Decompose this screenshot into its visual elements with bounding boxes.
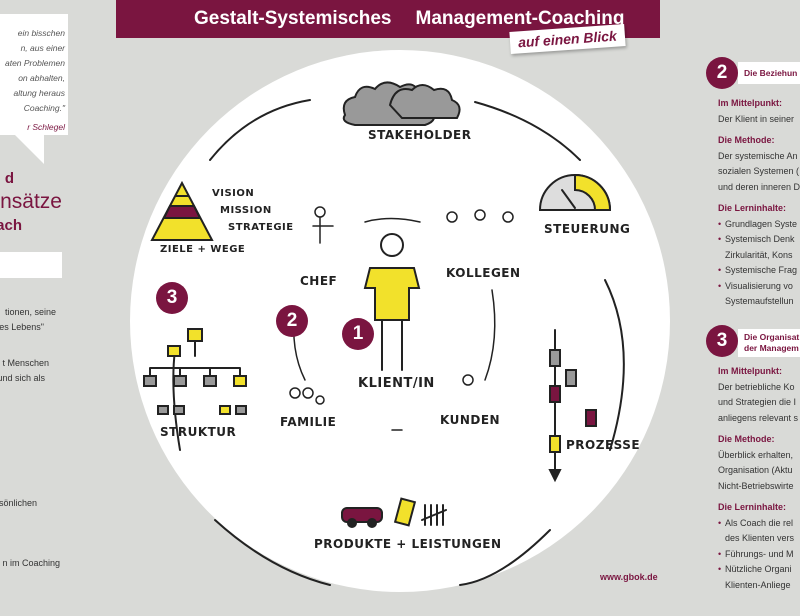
heading: Die Lerninhalte: bbox=[718, 203, 787, 213]
left-text: sönlichen bbox=[0, 498, 37, 508]
list-item: Nützliche Organi bbox=[718, 562, 800, 578]
org-chart-icon bbox=[143, 328, 247, 415]
list-item-cont: Zirkularität, Kons bbox=[725, 249, 793, 260]
text: Überblick erhalten, bbox=[718, 449, 794, 460]
heading: Die Methode: bbox=[718, 135, 775, 145]
label-strategie: STRATEGIE bbox=[228, 222, 294, 233]
label-kollegen: KOLLEGEN bbox=[446, 266, 521, 280]
list-item: Grundlagen Syste bbox=[718, 217, 800, 233]
marker-1: 1 bbox=[342, 318, 374, 350]
title-left: Gestalt-Systemisches bbox=[194, 8, 392, 29]
label-ziele: ZIELE + WEGE bbox=[160, 244, 246, 255]
diagram-drawings bbox=[143, 81, 625, 586]
label-chef: CHEF bbox=[300, 274, 338, 288]
heading: Die Methode: bbox=[718, 434, 775, 444]
process-icon bbox=[548, 329, 597, 483]
left-white-box bbox=[0, 252, 62, 278]
outer-arcs-icon bbox=[172, 99, 625, 586]
title-banner: Gestalt-Systemisches Management-Coaching bbox=[116, 0, 660, 38]
heading: Im Mittelpunkt: bbox=[718, 98, 782, 108]
left-text: n im Coaching bbox=[2, 558, 60, 568]
list-item: Visualisierung vo bbox=[718, 279, 800, 295]
left-heading-3: ach bbox=[0, 217, 22, 234]
label-stakeholder: STAKEHOLDER bbox=[368, 128, 472, 142]
section-2-number: 2 bbox=[706, 57, 738, 89]
label-steuerung: STEUERUNG bbox=[544, 222, 631, 236]
person-client-icon bbox=[363, 233, 421, 371]
left-text: und sich als bbox=[0, 373, 45, 383]
quote-author: r Schlegel bbox=[27, 122, 65, 132]
list-item: Systemische Frag bbox=[718, 263, 800, 279]
label-prozesse: PROZESSE bbox=[566, 438, 641, 452]
section-3-body: Im Mittelpunkt: Der betriebliche Ko und … bbox=[718, 358, 800, 593]
left-heading-1: d bbox=[4, 170, 14, 187]
quote-line: aten Problemen bbox=[4, 58, 65, 68]
title-line: der Managem bbox=[744, 343, 799, 353]
title-line: Die Organisat bbox=[744, 332, 800, 342]
list-item: Als Coach die rel bbox=[718, 516, 800, 532]
list-item: Systemisch Denk bbox=[718, 232, 800, 248]
left-text: tionen, seine bbox=[4, 307, 56, 317]
clouds-icon bbox=[342, 81, 461, 126]
left-heading-2: Ansätze bbox=[0, 190, 62, 213]
label-struktur: STRUKTUR bbox=[160, 425, 237, 439]
label-mission: MISSION bbox=[220, 205, 272, 216]
text: und Strategien die I bbox=[718, 397, 797, 407]
heading: Die Lerninhalte: bbox=[718, 502, 787, 512]
text: anliegens relevant s bbox=[718, 412, 799, 423]
section-2-title: Die Beziehun bbox=[738, 62, 800, 84]
list-item: Führungs- und M bbox=[718, 547, 800, 563]
marker-2: 2 bbox=[276, 305, 308, 337]
quote-line: ein bisschen bbox=[17, 28, 65, 38]
left-text: es Lebens" bbox=[0, 322, 44, 332]
quote-line: Coaching." bbox=[23, 103, 65, 113]
quote-line: n, aus einer bbox=[20, 43, 65, 53]
label-vision: VISION bbox=[212, 188, 255, 199]
list-item-cont: Systemaufstellun bbox=[725, 296, 794, 306]
quote-line: on abhalten, bbox=[18, 73, 65, 83]
text: Nicht-Betriebswirte bbox=[718, 480, 794, 491]
tally-icon bbox=[421, 504, 447, 526]
list-item-cont: Klienten-Anliege bbox=[725, 579, 791, 590]
ticket-icon bbox=[393, 497, 417, 527]
text: Der systemische An bbox=[718, 150, 798, 161]
gauge-icon bbox=[538, 173, 612, 211]
section-2-body: Im Mittelpunkt: Der Klient in seiner Die… bbox=[718, 90, 800, 310]
text: und deren inneren D bbox=[718, 181, 800, 192]
text: Der betriebliche Ko bbox=[718, 381, 795, 392]
quote-line: altung heraus bbox=[13, 88, 65, 98]
section-3-number: 3 bbox=[706, 325, 738, 357]
label-produkte: PRODUKTE + LEISTUNGEN bbox=[314, 537, 502, 551]
list-item-cont: des Klienten vers bbox=[725, 533, 795, 543]
title-right: Management-Coaching bbox=[415, 8, 625, 29]
quote-box: ein bisschen n, aus einer aten Problemen… bbox=[0, 14, 68, 135]
text: Organisation (Aktu bbox=[718, 465, 793, 475]
label-kunden: KUNDEN bbox=[440, 413, 501, 427]
car-icon bbox=[341, 507, 383, 528]
text: sozialen Systemen ( bbox=[718, 166, 800, 176]
speech-tail-icon bbox=[14, 134, 44, 164]
heading: Im Mittelpunkt: bbox=[718, 366, 782, 376]
text: Der Klient in seiner bbox=[718, 113, 795, 124]
marker-3: 3 bbox=[156, 282, 188, 314]
website-link[interactable]: www.gbok.de bbox=[600, 572, 658, 582]
label-klient: KLIENT/IN bbox=[358, 376, 435, 391]
pyramid-icon bbox=[150, 180, 214, 241]
left-text: t Menschen bbox=[2, 358, 49, 368]
label-familie: FAMILIE bbox=[280, 415, 337, 429]
people-icons bbox=[289, 206, 514, 405]
